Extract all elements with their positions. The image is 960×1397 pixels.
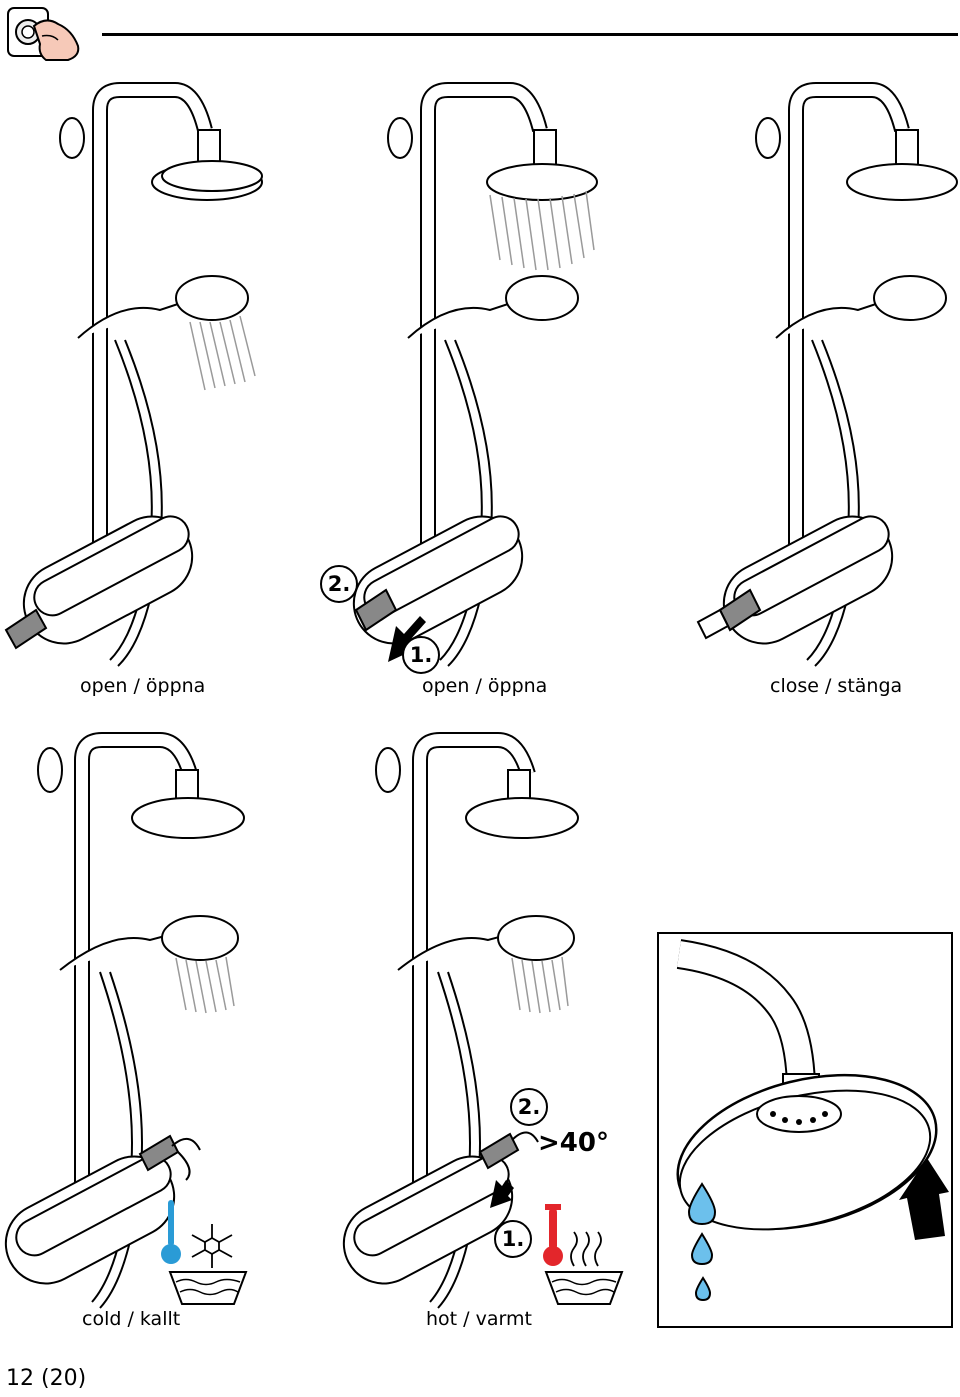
shower-head-detail-drawing xyxy=(676,939,938,1231)
step-2-badge: 2. xyxy=(320,565,358,603)
figure-5-caption: hot / varmt xyxy=(426,1308,532,1330)
water-drop-icon xyxy=(694,1276,712,1302)
figure-3: close / stänga xyxy=(640,70,960,710)
shower-system-drawing xyxy=(4,732,245,1309)
figure-5: 2. >40° 1. hot / varmt xyxy=(330,710,650,1350)
step-1-badge: 1. xyxy=(402,636,440,674)
cold-water-basin xyxy=(168,1271,248,1305)
water-drop-icon xyxy=(690,1232,714,1266)
angle-label: >40° xyxy=(538,1128,609,1158)
figure-1-caption: open / öppna xyxy=(80,675,206,697)
figure-4-caption: cold / kallt xyxy=(82,1308,181,1330)
header-rule xyxy=(102,33,958,36)
figure-4: cold / kallt xyxy=(0,710,320,1350)
up-arrow-icon xyxy=(490,1180,514,1208)
up-arrow-icon xyxy=(388,616,426,662)
step-1-badge: 1. xyxy=(494,1220,532,1258)
hand-pressing-button-icon xyxy=(7,7,80,61)
detail-box xyxy=(657,932,953,1328)
figure-1: open / öppna xyxy=(0,70,320,710)
figure-2: 2. 1. open / öppna xyxy=(320,70,640,710)
hot-thermometer-icon xyxy=(543,1204,563,1266)
step-2-badge: 2. xyxy=(510,1088,548,1126)
hot-water-basin xyxy=(544,1271,624,1305)
shower-system-drawing xyxy=(352,82,598,667)
cold-thermometer-icon xyxy=(161,1200,181,1264)
figure-3-caption: close / stänga xyxy=(770,675,903,697)
water-drop-icon xyxy=(687,1182,717,1226)
shower-system-drawing xyxy=(4,82,263,667)
up-arrow-icon xyxy=(899,1158,949,1240)
figure-2-caption: open / öppna xyxy=(422,675,548,697)
shower-system-drawing xyxy=(696,82,958,667)
snowflake-icon xyxy=(191,1224,233,1268)
page-number: 12 (20) xyxy=(6,1366,87,1391)
shower-system-drawing xyxy=(342,732,579,1309)
steam-icon xyxy=(570,1231,602,1267)
